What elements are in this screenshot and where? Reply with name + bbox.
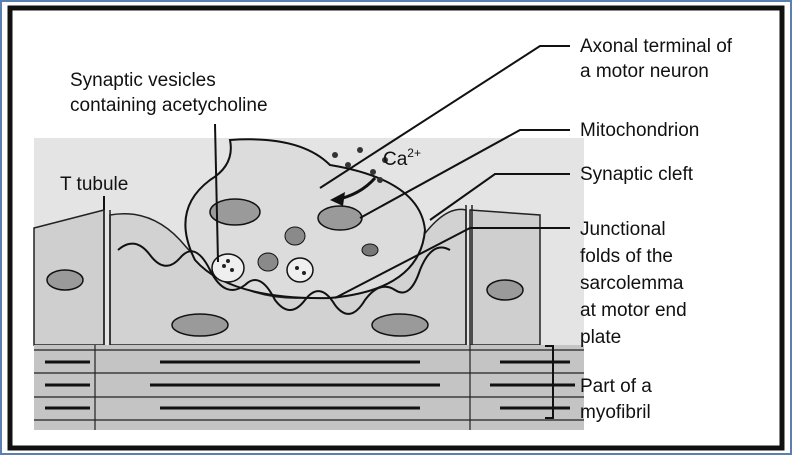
label-myofibril-1: Part of a: [580, 376, 652, 397]
synaptic-vesicle-cluster-2: [287, 258, 313, 282]
mitochondrion-left-cell: [47, 270, 83, 290]
label-myofibril-2: myofibril: [580, 402, 651, 423]
label-junctional-1: Junctional: [580, 219, 666, 240]
vesicle-large-2: [258, 253, 278, 271]
label-mitochondrion: Mitochondrion: [580, 120, 699, 141]
label-synaptic-vesicles-2: containing acetycholine: [70, 95, 268, 116]
vesicle-large-1: [285, 227, 305, 245]
right-fiber-cell: [470, 210, 540, 345]
mitochondrion-terminal-3: [362, 244, 378, 256]
mitochondrion-right-cell: [487, 280, 523, 300]
label-axonal-terminal-1: Axonal terminal of: [580, 36, 733, 57]
label-junctional-5: plate: [580, 327, 621, 348]
mitochondrion-sarcoplasm-1: [172, 314, 228, 336]
label-t-tubule: T tubule: [60, 174, 128, 195]
label-axonal-terminal-2: a motor neuron: [580, 61, 709, 82]
label-junctional-2: folds of the: [580, 246, 673, 267]
synaptic-vesicle-cluster-1: [212, 254, 244, 282]
label-synaptic-cleft: Synaptic cleft: [580, 164, 694, 185]
label-synaptic-vesicles-1: Synaptic vesicles: [70, 70, 216, 91]
myofibril-band: [34, 345, 584, 430]
mitochondrion-terminal-2: [318, 206, 362, 230]
label-junctional-3: sarcolemma: [580, 273, 684, 294]
label-junctional-4: at motor end: [580, 300, 687, 321]
mitochondrion-sarcoplasm-2: [372, 314, 428, 336]
